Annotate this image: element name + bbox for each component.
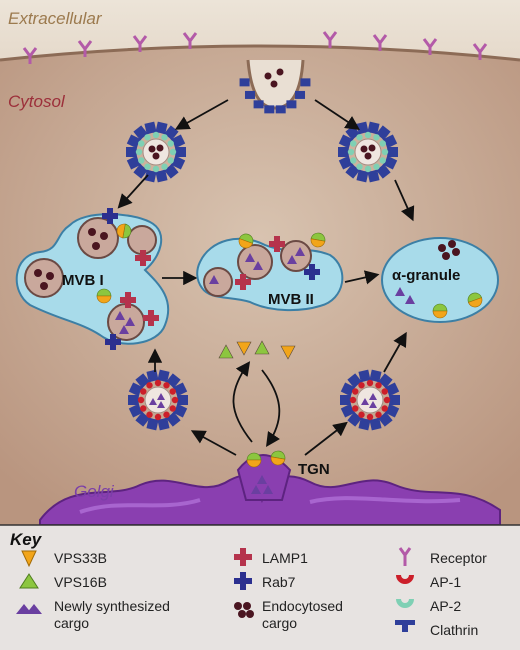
rab7-icon — [234, 572, 252, 590]
plasma-membrane — [0, 44, 520, 62]
clathrin-icon — [395, 620, 415, 632]
key-item-vps33b: VPS33B — [54, 550, 107, 566]
key-item-rab7: Rab7 — [262, 574, 296, 590]
new-cargo — [115, 311, 125, 320]
mvb-2-label: MVB II — [268, 291, 314, 308]
receptor-icon — [372, 34, 388, 51]
vps-complex-granule-b — [467, 292, 483, 308]
new-cargo — [295, 247, 305, 256]
cytosol-label: Cytosol — [8, 92, 66, 111]
receptor-icon — [398, 547, 412, 566]
key-item-endo-cargo: Endocytosed — [262, 598, 343, 614]
rab7-marker — [102, 208, 118, 224]
key-item-ap2: AP-2 — [430, 598, 461, 614]
endo-cargo — [88, 228, 96, 236]
ap1-coated-vesicle-right — [340, 369, 400, 431]
free-vps-subunit — [218, 344, 234, 359]
vps-complex-granule-a — [432, 303, 448, 319]
new-cargo — [119, 325, 129, 334]
transport-arrows — [117, 99, 415, 456]
vps33b-icon — [21, 550, 37, 568]
vps-complex-mvb2-b — [310, 232, 326, 248]
key-item-vps16b: VPS16B — [54, 574, 107, 590]
vps-complex-mvb1-b — [96, 288, 112, 304]
new-cargo — [209, 275, 219, 284]
key-title: Key — [10, 530, 43, 549]
new-cargo — [287, 255, 297, 264]
mvb-1: MVB I — [15, 213, 170, 345]
new-cargo — [263, 485, 273, 494]
free-vps-subunit — [254, 340, 270, 355]
receptor-icon — [322, 31, 338, 48]
vps-complex-tgn-b — [270, 450, 286, 466]
endo-cargo — [452, 248, 460, 256]
receptor-icon — [132, 35, 148, 52]
key-item-new-cargo: Newly synthesized — [54, 598, 170, 614]
receptor-icon — [422, 38, 438, 55]
endo-cargo — [46, 272, 54, 280]
key-panel: Key VPS33B VPS16B Newly synthesized carg… — [0, 524, 520, 650]
lamp1-marker — [120, 292, 136, 308]
lamp1-marker — [143, 310, 159, 326]
endo-cargo — [34, 269, 42, 277]
vps-complex-tgn-a — [246, 452, 262, 468]
new-cargo — [253, 261, 263, 270]
endo-cargo — [442, 252, 450, 260]
new-cargo — [395, 287, 405, 296]
key-item-ap1: AP-1 — [430, 574, 461, 590]
endo-cargo — [448, 240, 456, 248]
lamp1-marker — [235, 274, 251, 290]
key-item-receptor: Receptor — [430, 550, 487, 566]
receptor-icon — [182, 32, 198, 49]
endo-cargo — [92, 242, 100, 250]
ap2-coated-vesicle-right — [338, 121, 398, 183]
key-item-clathrin: Clathrin — [430, 622, 478, 638]
mvb-2: MVB II — [196, 237, 344, 312]
ap1-icon — [396, 575, 414, 584]
lamp1-icon — [234, 548, 252, 566]
vps16b-icon — [19, 573, 39, 589]
tgn-label: TGN — [298, 461, 330, 478]
endocytosed-cargo-icon — [234, 602, 254, 618]
mvb-1-label: MVB I — [62, 272, 104, 289]
lamp1-marker — [135, 250, 151, 266]
ap1-coated-vesicle-left — [128, 369, 188, 431]
receptor-icon — [77, 40, 93, 57]
new-cargo — [125, 317, 135, 326]
golgi-label: Golgi — [74, 482, 115, 501]
endo-cargo — [40, 282, 48, 290]
lamp1-marker — [269, 236, 285, 252]
endocytic-pit — [239, 59, 311, 114]
new-cargo — [245, 253, 255, 262]
new-cargo — [405, 295, 415, 304]
receptor-icon — [472, 43, 488, 60]
new-cargo — [257, 475, 267, 484]
rab7-marker — [304, 264, 320, 280]
key-item-lamp1: LAMP1 — [262, 550, 308, 566]
endo-cargo — [100, 232, 108, 240]
alpha-granule-label: α-granule — [392, 267, 460, 284]
free-vps-subunit — [280, 345, 296, 360]
receptor-icon — [22, 47, 38, 64]
vps-complex-mvb1-a — [116, 223, 132, 239]
new-cargo — [251, 485, 261, 494]
vps-complex-mvb2-a — [238, 233, 254, 249]
endo-cargo — [438, 244, 446, 252]
key-item-new-cargo-2: cargo — [54, 615, 89, 631]
extracellular-label: Extracellular — [8, 9, 103, 28]
free-vps-subunit — [236, 341, 252, 356]
key-item-endo-cargo-2: cargo — [262, 615, 297, 631]
ap2-icon — [396, 599, 414, 608]
membrane-receptors — [22, 31, 488, 64]
rab7-marker — [105, 334, 121, 350]
ap2-coated-vesicle-left — [126, 121, 186, 183]
